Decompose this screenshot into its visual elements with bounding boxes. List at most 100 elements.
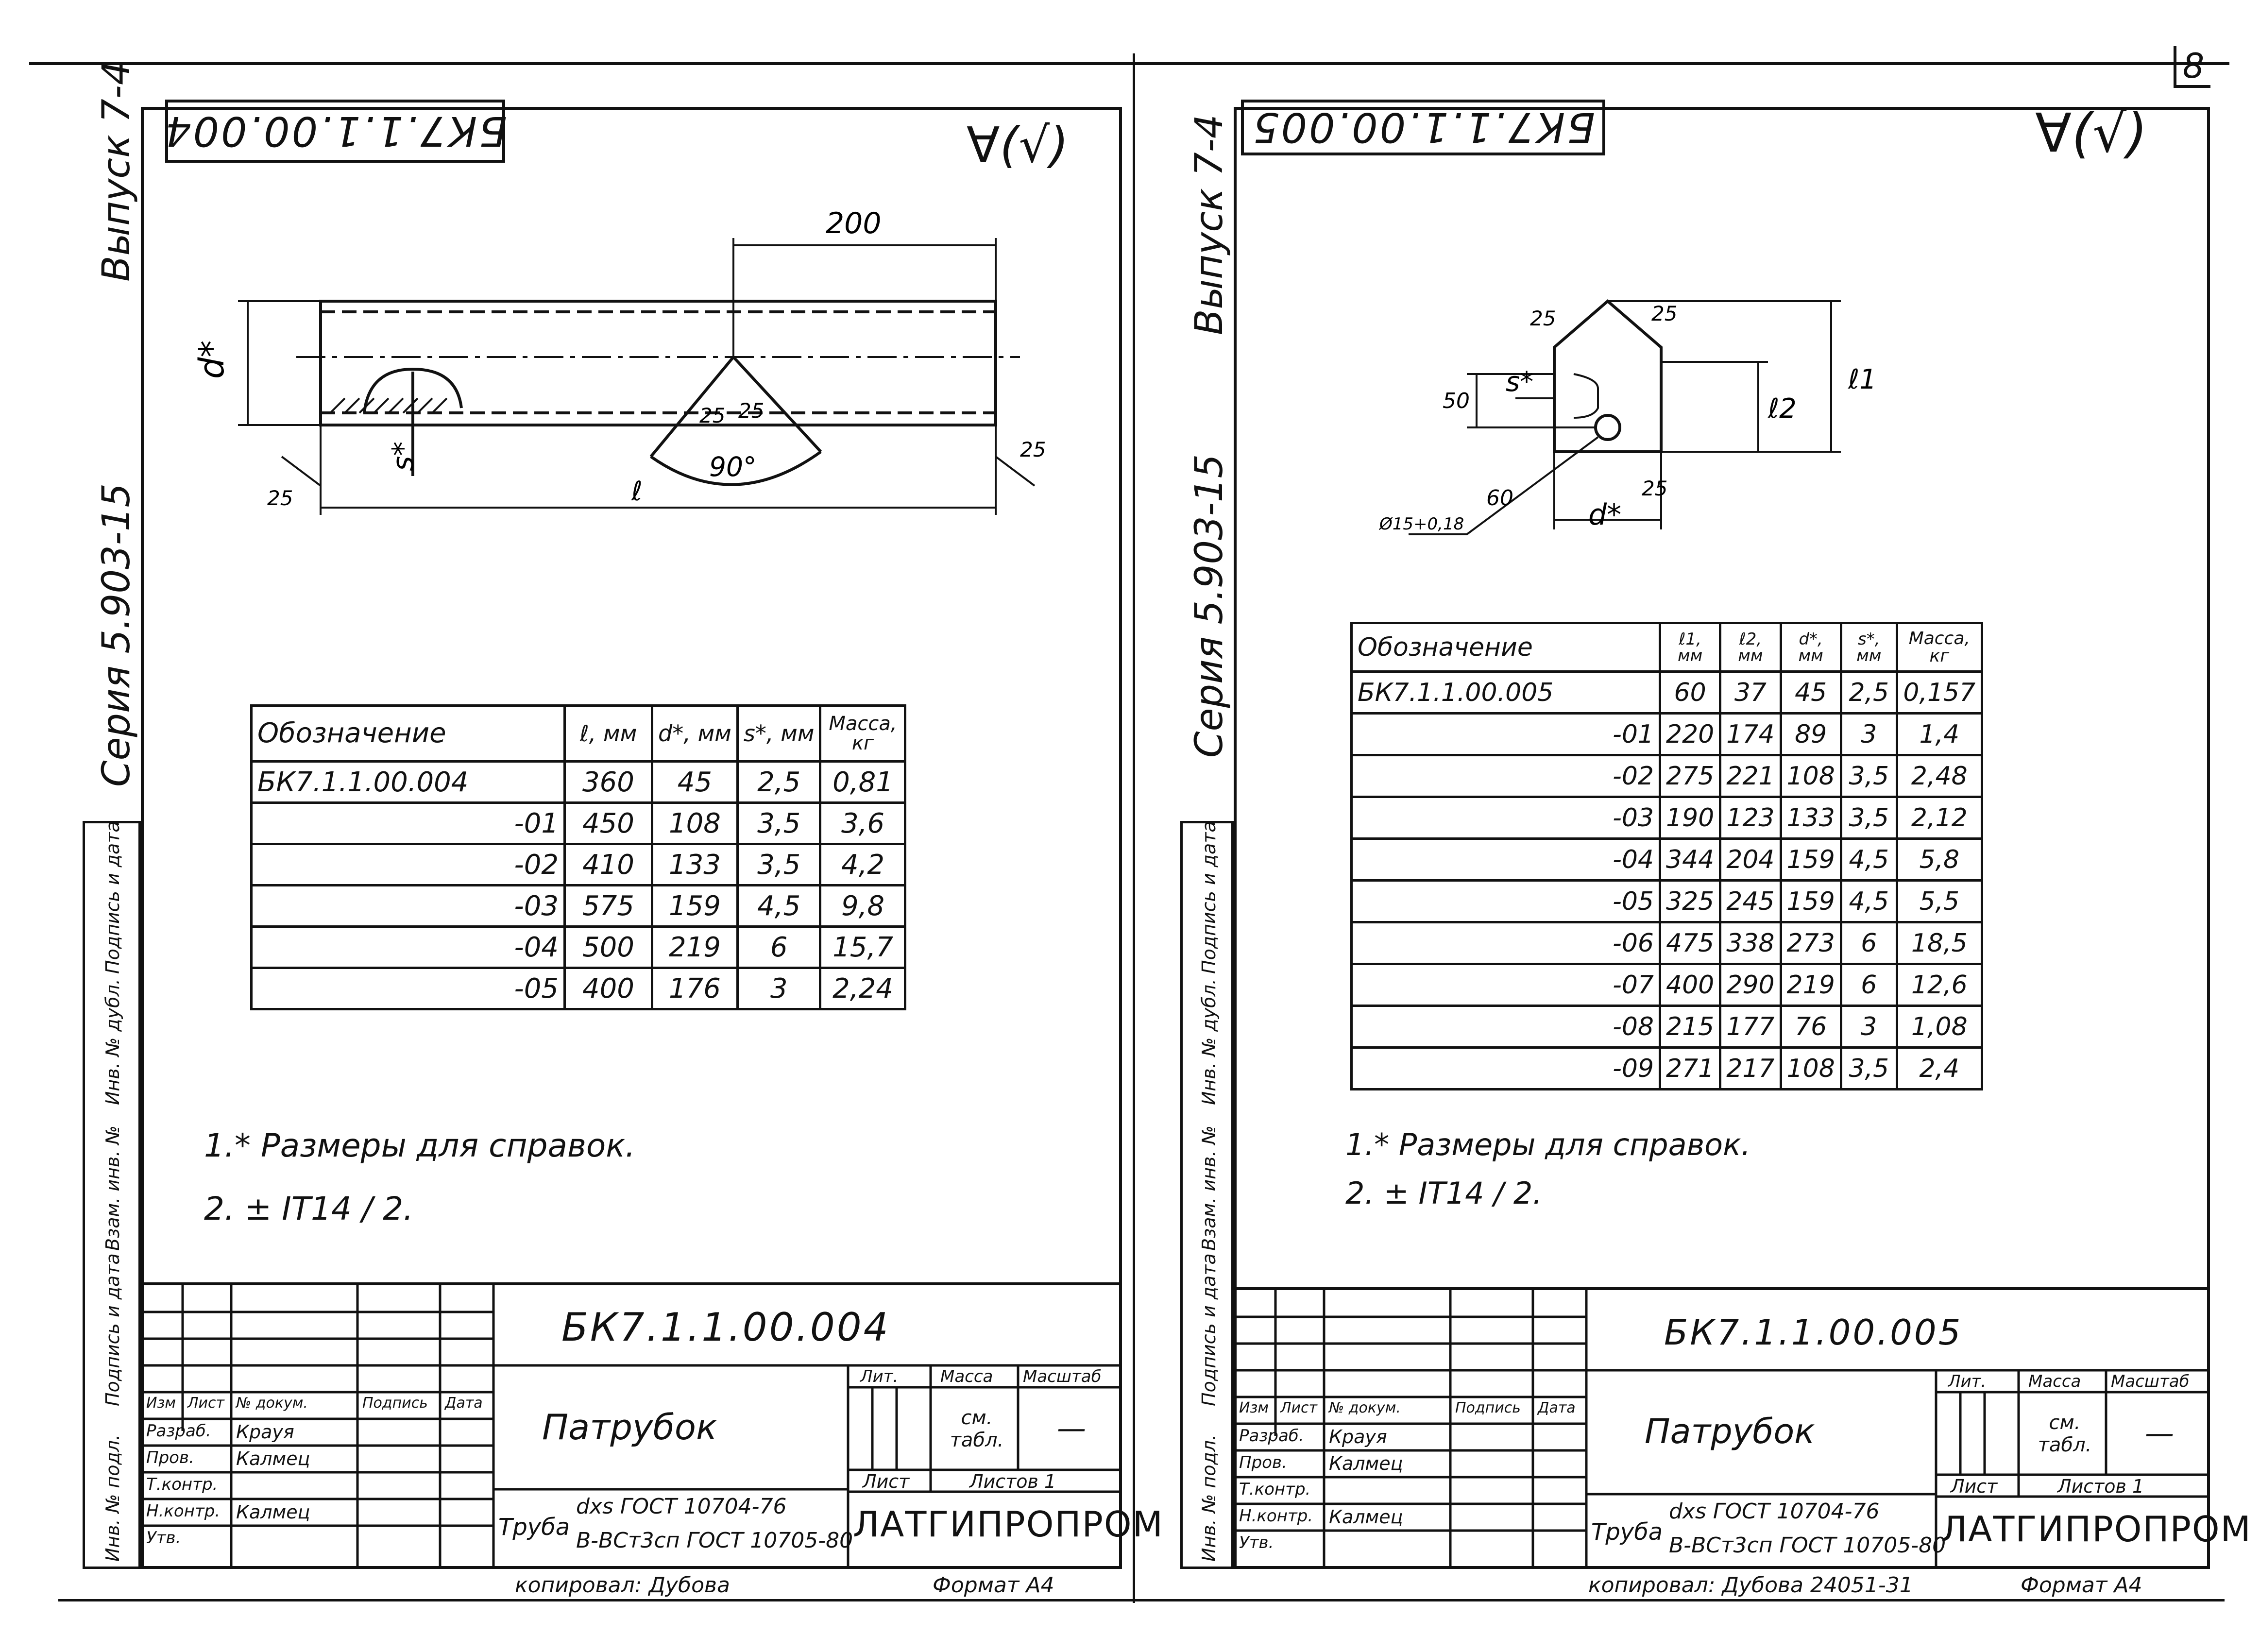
table-cell-value: 3 (1839, 1005, 1898, 1049)
right-side-stamp: Инв. № подл. Подпись и дата Взам. инв. №… (1180, 821, 1234, 1569)
table-cell-value: 108 (1779, 754, 1842, 798)
table-cell-value: 18,5 (1895, 921, 1983, 965)
right-tb-person-name-1: Калмец (1329, 1453, 1403, 1474)
right-tb-role-date: Дата (1538, 1399, 1576, 1416)
table-cell-value: 2,12 (1895, 796, 1983, 840)
right-r25a: 25 (1530, 307, 1556, 330)
right-tb-role-doc: № докум. (1329, 1399, 1401, 1416)
right-tb-scale: Масштаб (2111, 1372, 2190, 1391)
left-tb-mass-value: см. табл. (950, 1407, 1004, 1451)
right-tb-person-role-3: Н.контр. (1239, 1506, 1313, 1526)
left-stamp-inv-dubl: Инв. № дубл. (102, 979, 123, 1105)
right-title-block: БК7.1.1.00.005 Патрубок Лит. Масса Масшт… (1234, 1287, 2251, 1569)
right-dim-60: 60 (1486, 486, 1513, 511)
table-cell-designation: -02 (1350, 754, 1661, 798)
table-cell-value: 12,6 (1895, 963, 1983, 1007)
left-tb-role-sign: Подпись (362, 1395, 428, 1412)
left-tb-scale: Масштаб (1023, 1367, 1102, 1386)
table-cell-value: 2,4 (1895, 1046, 1983, 1090)
left-pipe-drawing: 200 d* s* ℓ 90° 25 25 25 25 (192, 206, 1046, 515)
left-tb-material-2: В-ВСт3сп ГОСТ 10705-80 (576, 1528, 853, 1553)
right-dim-50: 50 (1443, 389, 1470, 413)
table-cell-value: 338 (1719, 921, 1782, 965)
left-r25b: 25 (738, 399, 764, 423)
left-roughness-mark: ∀(√) (967, 117, 1069, 173)
right-tb-role-sign: Подпись (1455, 1399, 1521, 1416)
table-cell-value: 4,2 (819, 843, 907, 886)
left-tb-scale-value: — (1057, 1412, 1086, 1446)
right-hole: Ø15+0,18 (1378, 514, 1464, 534)
left-tb-person-name-1: Калмец (236, 1448, 310, 1469)
table-cell-value: 221 (1719, 754, 1782, 798)
right-tb-person-name-3: Калмец (1329, 1506, 1403, 1528)
table-cell-value: 575 (563, 884, 653, 928)
table-cell-value: 4,5 (736, 884, 822, 928)
left-tb-person-role-4: Утв. (146, 1528, 181, 1548)
table-cell-value: 3,5 (736, 843, 822, 886)
table-cell-value: 3,5 (1839, 754, 1898, 798)
left-th-l: ℓ, мм (563, 704, 653, 763)
left-tb-org: ЛАТГИПРОПРОМ (853, 1504, 1164, 1545)
table-cell-value: 89 (1779, 712, 1842, 756)
left-top-code: БК7.1.1.00.004 (163, 100, 507, 163)
right-top-code: БК7.1.1.00.005 (1241, 100, 1605, 155)
left-side-stamp: Инв. № подл. Подпись и дата Взам. инв. №… (83, 821, 141, 1569)
left-tb-copied: копировал: Дубова (515, 1573, 730, 1598)
table-cell-designation: -06 (1350, 921, 1661, 965)
table-cell-value: 215 (1658, 1005, 1722, 1049)
left-th-mass: Масса, кг (819, 704, 907, 763)
left-tb-role-list: Лист (187, 1395, 225, 1412)
table-cell-value: 3,5 (1839, 1046, 1898, 1090)
table-cell-designation: -01 (250, 801, 566, 845)
table-cell-value: 217 (1719, 1046, 1782, 1090)
table-cell-value: 60 (1658, 670, 1722, 715)
left-tb-person-role-3: Н.контр. (146, 1501, 221, 1521)
left-tb-person-name-0: Крауя (236, 1421, 294, 1443)
table-cell-value: 159 (1779, 879, 1842, 923)
right-tb-name: Патрубок (1645, 1412, 1815, 1451)
right-tb-sheets: Листов 1 (2057, 1476, 2144, 1497)
right-roughness-mark: ∀(√) (2035, 102, 2148, 164)
right-th-d: d*, мм (1779, 622, 1842, 673)
right-th-s: s*, мм (1839, 622, 1898, 673)
right-d-star: d* (1588, 498, 1621, 532)
table-cell-value: 325 (1658, 879, 1722, 923)
right-tb-lit: Лит. (1948, 1372, 1987, 1391)
table-cell-value: 174 (1719, 712, 1782, 756)
right-tb-copied: копировал: Дубова 24051-31 (1588, 1573, 1913, 1598)
table-cell-value: 245 (1719, 879, 1782, 923)
right-th-l1: ℓ1, мм (1658, 622, 1722, 673)
left-tb-name: Патрубок (542, 1407, 717, 1448)
left-th-d: d*, мм (651, 704, 739, 763)
table-cell-value: 2,5 (1839, 670, 1898, 715)
right-tb-material-2: В-ВСт3сп ГОСТ 10705-80 (1669, 1533, 1946, 1558)
left-s-star: s* (386, 442, 420, 471)
table-cell-value: 1,4 (1895, 712, 1983, 756)
right-r25c: 25 (1642, 477, 1667, 500)
table-cell-value: 5,8 (1895, 837, 1983, 882)
table-cell-value: 108 (1779, 1046, 1842, 1090)
left-r25d: 25 (1020, 438, 1046, 461)
left-tb-material-1: dxs ГОСТ 10704-76 (576, 1494, 787, 1519)
right-tb-role-izm: Изм (1239, 1399, 1269, 1416)
table-cell-value: 273 (1779, 921, 1842, 965)
left-stamp-vzam: Взам. инв. № (102, 1125, 123, 1251)
right-th-l2: ℓ2, мм (1719, 622, 1782, 673)
table-cell-value: 3 (1839, 712, 1898, 756)
left-stamp-inv-podl: Инв. № подл. (102, 1434, 123, 1562)
table-cell-value: 159 (651, 884, 739, 928)
left-tb-grid (144, 1285, 1120, 1567)
right-stamp-vzam: Взам. инв. № (1198, 1125, 1220, 1251)
left-tb-role-doc: № докум. (236, 1395, 308, 1412)
table-cell-value: 475 (1658, 921, 1722, 965)
table-cell-designation: -03 (1350, 796, 1661, 840)
left-note-1: 1.* Размеры для справок. (204, 1127, 636, 1164)
page-bottom-line (58, 1599, 2225, 1601)
right-tb-person-role-2: Т.контр. (1239, 1480, 1311, 1499)
right-tb-code: БК7.1.1.00.005 (1664, 1312, 1963, 1353)
